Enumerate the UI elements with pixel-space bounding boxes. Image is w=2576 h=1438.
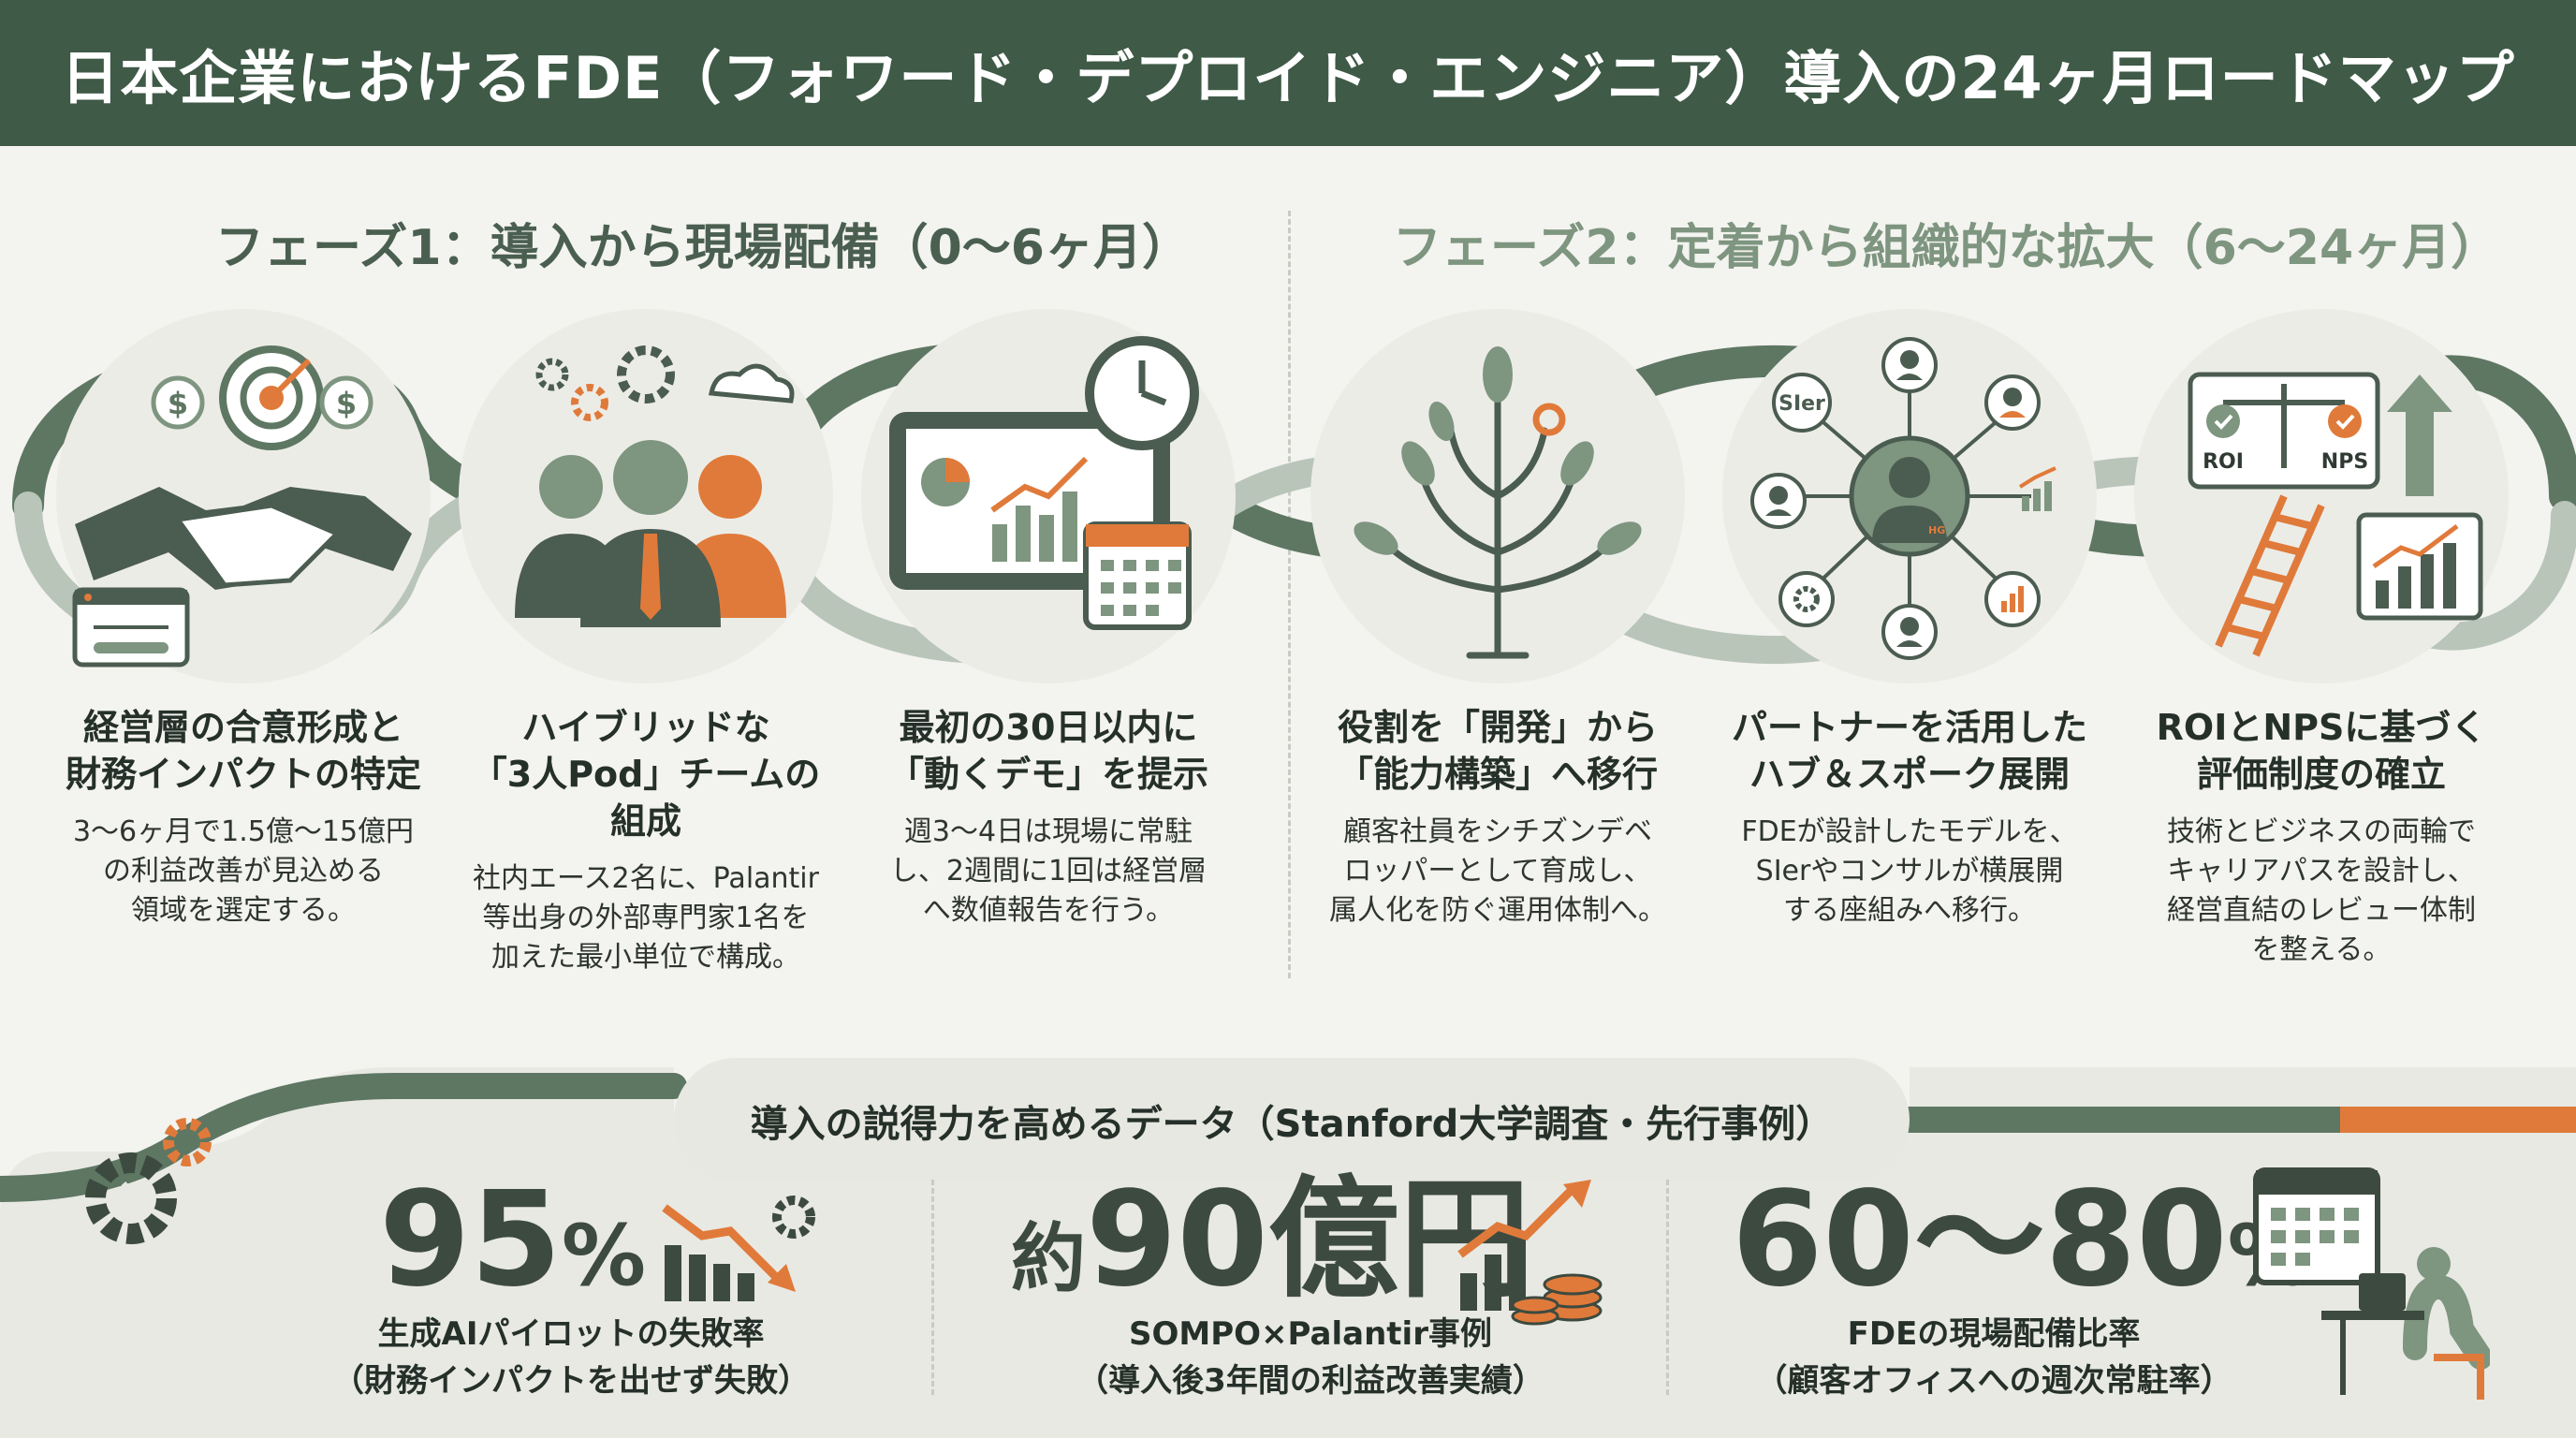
stat-3-label: FDEの現場配備比率（顧客オフィスへの週次常駐率） [1755,1315,2232,1400]
stat-divider-2 [1666,1180,1669,1395]
stat-3-value: 60〜80% [1732,1164,2312,1316]
hub-center-badge: HG [1928,524,1945,536]
stage-6-desc: 技術とビジネスの両輪でキャリアパスを設計し、経営直結のレビュー体制を整える。 [2167,815,2476,966]
phase-divider [1288,211,1291,978]
team-pod-icon [515,345,795,627]
nps-label: NPS [2321,450,2368,474]
stage-5-illustration: HG SIer [1722,309,2097,683]
stage-3-text: 最初の30日以内に「動くデモ」を提示 週3〜4日は現場に常駐し、2週間に1回は経… [861,704,1236,931]
rising-chart-coins-icon [1457,1180,1603,1326]
stat-1-value: 95% [379,1164,647,1316]
page-title: 日本企業におけるFDE（フォワード・デプロイド・エンジニア）導入の24ヶ月ロード… [61,44,2515,112]
header-bar: 日本企業におけるFDE（フォワード・デプロイド・エンジニア）導入の24ヶ月ロード… [0,0,2576,146]
stage-1-illustration: $ $ [56,309,431,683]
stage-4-title: 役割を「開発」から「能力構築」へ移行 [1337,707,1658,795]
stage-4-illustration [1310,309,1685,683]
data-band-title: 導入の説得力を高めるデータ（Stanford大学調査・先行事例） [750,1103,1834,1146]
handshake-target-icon: $ $ [72,345,412,668]
stage-2-title: ハイブリッドな「3人Pod」チームの組成 [471,707,821,842]
stage-1-title: 経営層の合意形成と財務インパクトの特定 [65,707,421,795]
data-band-background [0,1067,2576,1438]
stat-2-value: 約90億円 [1011,1164,1530,1316]
growth-tree-icon [1354,346,1642,659]
stage-6-title: ROIとNPSに基づく評価制度の確立 [2156,707,2487,795]
sier-label: SIer [1778,392,1825,416]
phase2-title: フェーズ2：定着から組織的な拡大（6〜24ヶ月） [1393,220,2500,276]
roi-label: ROI [2203,450,2244,474]
declining-chart-icon [662,1196,815,1301]
svg-text:$: $ [336,386,357,421]
stage-5-title: パートナーを活用したハブ＆スポーク展開 [1731,707,2087,795]
stage-5-desc: FDEが設計したモデルを、SIerやコンサルが横展開する座組みへ移行。 [1741,815,2078,927]
desk-calendar-icon [2253,1167,2490,1400]
scale-ladder-icon: ROI NPS [2188,372,2483,657]
phase1-title: フェーズ1：導入から現場配備（0〜6ヶ月） [215,220,1191,276]
stage-3-illustration [861,309,1236,683]
stage-4-text: 役割を「開発」から「能力構築」へ移行 顧客社員をシチズンデベロッパーとして育成し… [1310,704,1685,931]
svg-text:$: $ [168,386,188,421]
stage-6-illustration: ROI NPS [2134,309,2509,683]
stat-divider-1 [931,1180,934,1395]
stage-2-illustration [459,309,833,683]
stage-3-title: 最初の30日以内に「動くデモ」を提示 [887,707,1208,795]
stage-6-text: ROIとNPSに基づく評価制度の確立 技術とビジネスの両輪でキャリアパスを設計し… [2134,704,2509,970]
hub-spoke-icon: HG SIer [1750,337,2056,660]
stat-1-label: 生成AIパイロットの失敗率（財務インパクトを出せず失敗） [332,1315,810,1400]
stage-4-desc: 顧客社員をシチズンデベロッパーとして育成し、属人化を防ぐ運用体制へ。 [1329,815,1666,927]
stage-1-desc: 3〜6ヶ月で1.5億〜15億円の利益改善が見込める領域を選定する。 [72,815,415,927]
stage-5-text: パートナーを活用したハブ＆スポーク展開 FDEが設計したモデルを、SIerやコン… [1722,704,2097,931]
data-band-title-pill [674,1058,1910,1181]
stage-3-desc: 週3〜4日は現場に常駐し、2週間に1回は経営層へ数値報告を行う。 [889,815,1208,927]
stage-1-text: 経営層の合意形成と財務インパクトの特定 3〜6ヶ月で1.5億〜15億円の利益改善… [56,704,431,931]
demo-dashboard-icon [889,336,1199,630]
stat-2-label: SOMPO×Palantir事例（導入後3年間の利益改善実績） [1076,1315,1544,1400]
broken-gear-icon [85,1118,212,1244]
